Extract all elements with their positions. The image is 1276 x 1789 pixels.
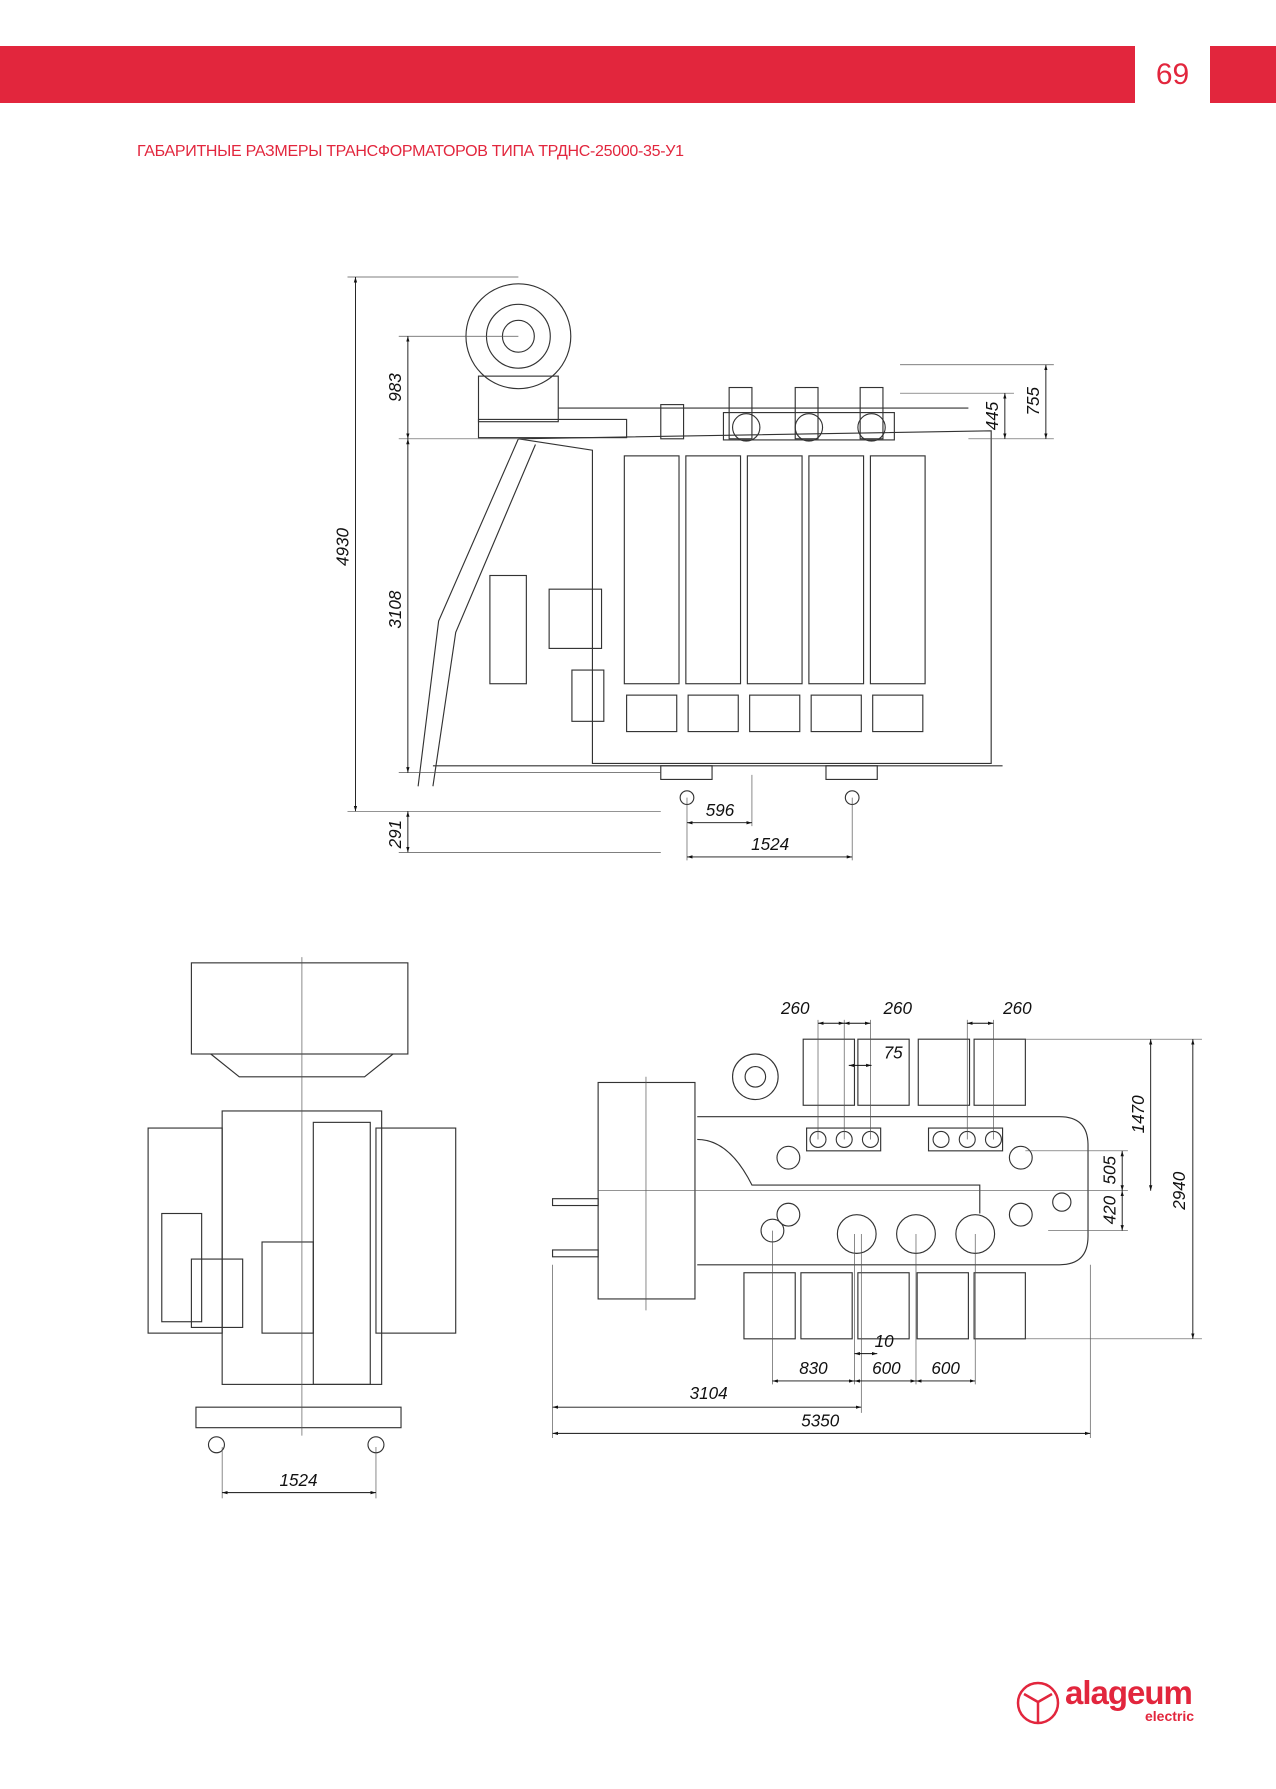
dim-2940: 2940 [1170, 1171, 1189, 1210]
dim-75: 75 [884, 1044, 903, 1063]
dim-conservator: 983 [386, 373, 405, 402]
dim-bushing-low: 445 [983, 401, 1002, 430]
dim-5350: 5350 [801, 1412, 839, 1431]
front-view: 1524 [147, 957, 457, 1499]
dim-base: 291 [386, 820, 405, 850]
dim-wheel-gauge: 1524 [751, 835, 789, 854]
dim-bushing-high: 755 [1024, 386, 1043, 415]
header-bar-end [1210, 46, 1276, 103]
company-logo: alageum electric [1015, 1674, 1215, 1728]
logo-emblem-icon [1016, 1681, 1060, 1725]
dim-10: 10 [875, 1332, 894, 1351]
dim-tank-height: 3108 [386, 590, 405, 628]
dim-260-2: 260 [883, 999, 913, 1018]
logo-name: alageum [1065, 1674, 1193, 1711]
dim-420: 420 [1100, 1195, 1119, 1224]
header-bar [0, 46, 1135, 103]
dim-830: 830 [799, 1359, 828, 1378]
logo-sub: electric [1145, 1708, 1195, 1724]
dim-505: 505 [1100, 1155, 1119, 1184]
dim-260-1: 260 [780, 999, 810, 1018]
dim-600-a: 600 [872, 1359, 901, 1378]
dim-600-b: 600 [931, 1359, 960, 1378]
dim-1470: 1470 [1129, 1095, 1148, 1133]
dim-3104: 3104 [690, 1384, 728, 1403]
page-title: ГАБАРИТНЫЕ РАЗМЕРЫ ТРАНСФОРМАТОРОВ ТИПА … [137, 143, 684, 160]
side-view: 4930 983 3108 291 755 445 596 1524 [334, 276, 1054, 861]
dim-front-wheel-gauge: 1524 [279, 1471, 317, 1490]
dim-wheel-offset: 596 [706, 801, 735, 820]
dim-total-height: 4930 [334, 528, 353, 566]
dim-260-3: 260 [1002, 999, 1032, 1018]
page-number: 69 [1155, 58, 1190, 91]
plan-view: 260 260 260 75 1470 2940 505 420 10 830 … [551, 999, 1202, 1438]
